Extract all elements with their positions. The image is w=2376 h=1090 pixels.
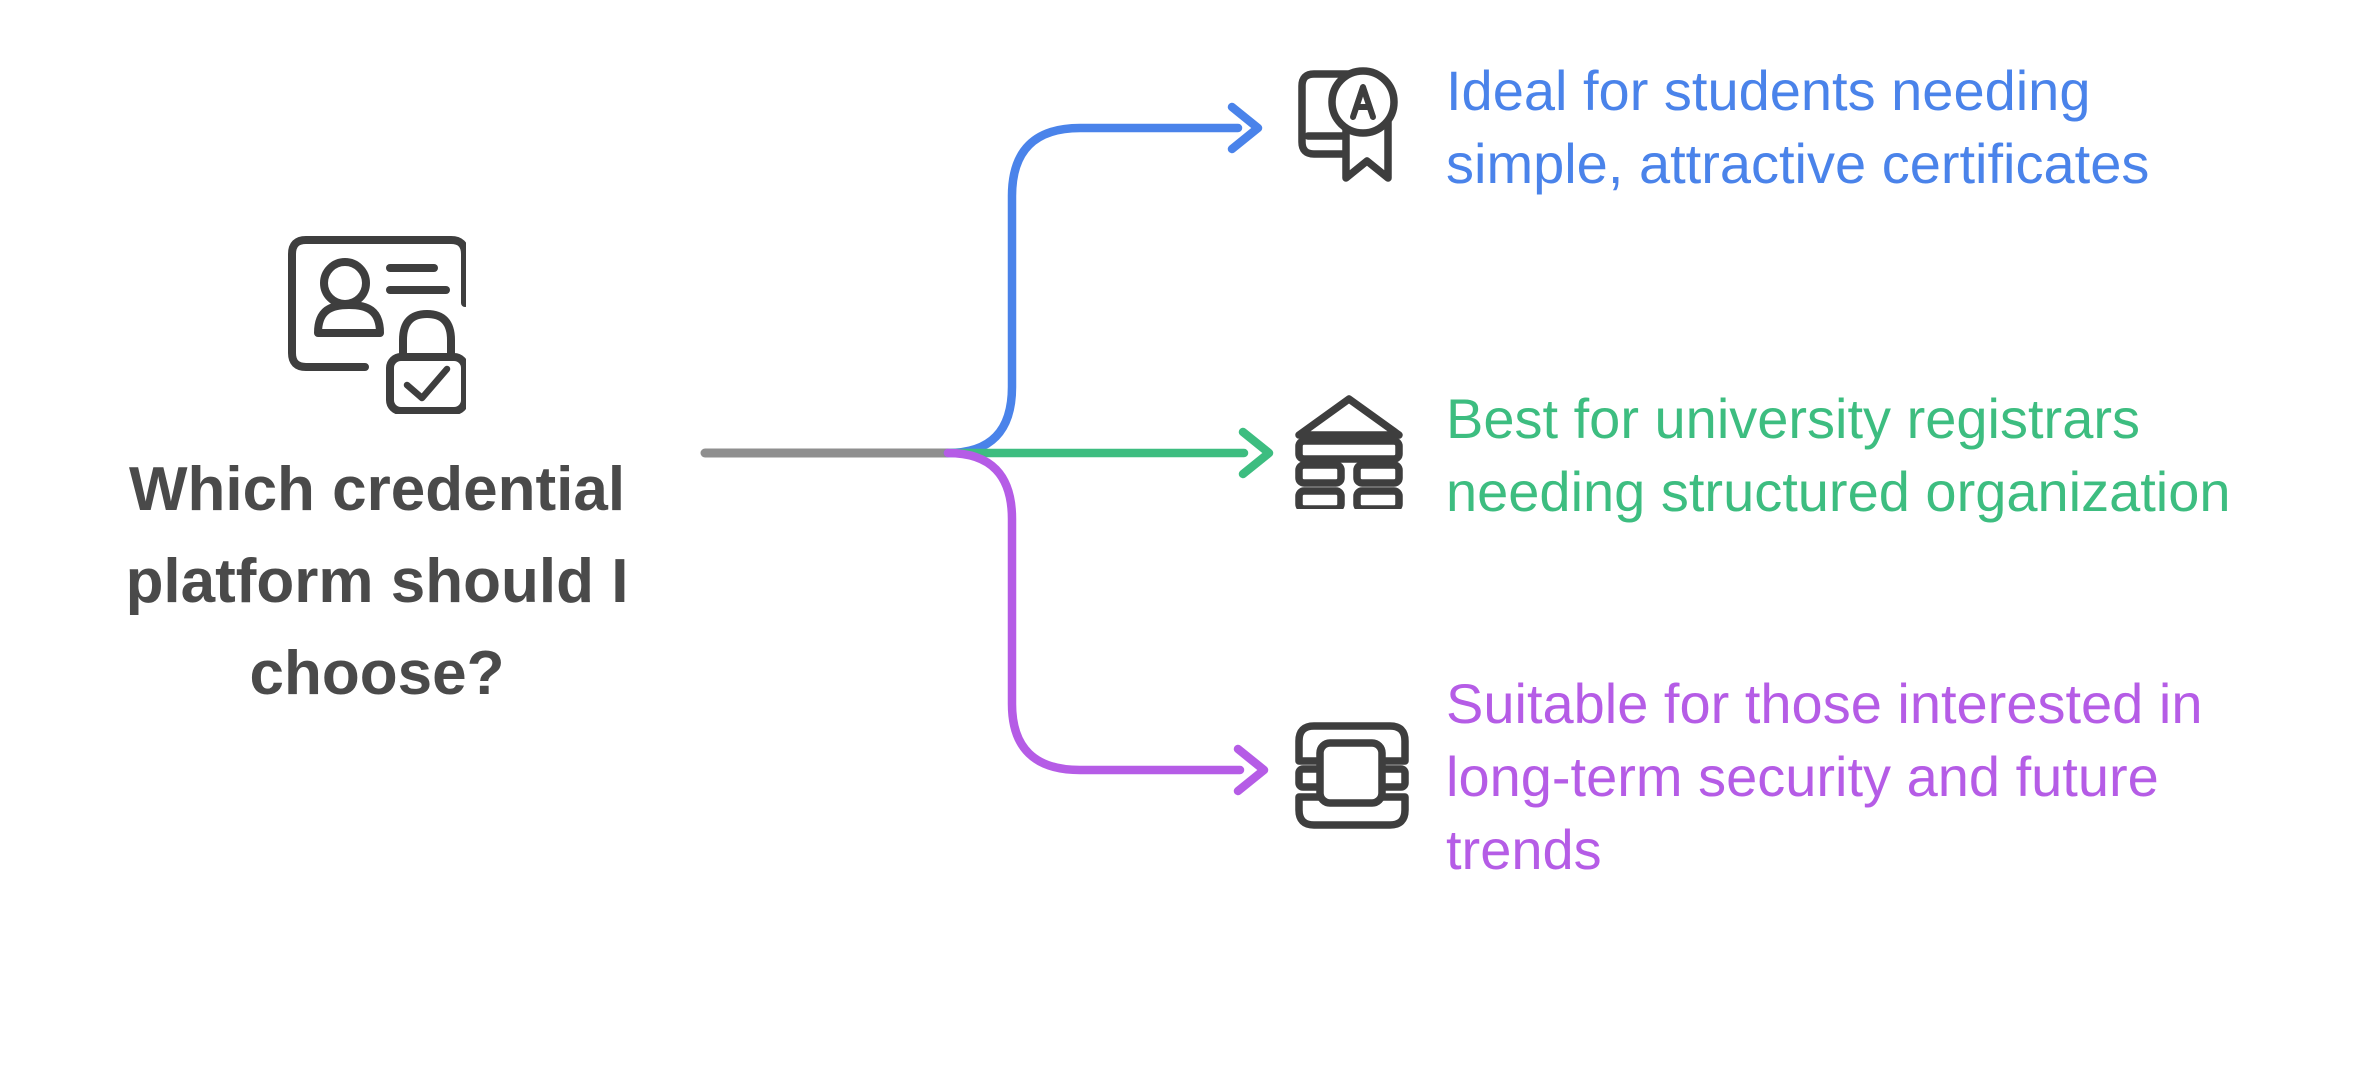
card-outline [288, 236, 469, 371]
lock-body [386, 353, 469, 415]
arrowhead-purple [1233, 744, 1269, 796]
book-outline [1298, 70, 1358, 158]
branch-line-blue [943, 123, 1243, 458]
building-block-2 [1353, 461, 1403, 487]
building-roof [1295, 395, 1403, 439]
award-badge-circle [1328, 67, 1398, 137]
blockchain-block-icon [1294, 721, 1410, 829]
letter-a-glyph [1350, 84, 1376, 120]
building-block-4 [1353, 487, 1403, 513]
person-head [320, 258, 370, 308]
arrowhead-blue [1227, 102, 1263, 154]
certificate-award-icon [1294, 66, 1404, 188]
university-building-icon [1293, 395, 1405, 513]
block-inner-square [1316, 739, 1386, 807]
building-architrave [1295, 437, 1403, 463]
building-block-3 [1295, 487, 1345, 513]
building-block-1 [1295, 461, 1345, 487]
branch-label-certificates: Ideal for students needing simple, attra… [1446, 59, 2150, 195]
root-question-title: Which credential platform should I choos… [125, 455, 629, 708]
block-band-top [1295, 722, 1409, 765]
block-band-bottom [1295, 793, 1409, 829]
id-card-lock-icon [288, 236, 469, 415]
lock-shackle [399, 310, 455, 365]
branch-label-security: Suitable for those interested in long-te… [1446, 672, 2203, 881]
lock-checkmark [403, 365, 451, 402]
arrowhead-green [1238, 427, 1274, 479]
branch-line-purple [943, 448, 1245, 775]
person-shoulders [314, 301, 384, 337]
branch-label-university: Best for university registrars needing s… [1446, 387, 2231, 523]
